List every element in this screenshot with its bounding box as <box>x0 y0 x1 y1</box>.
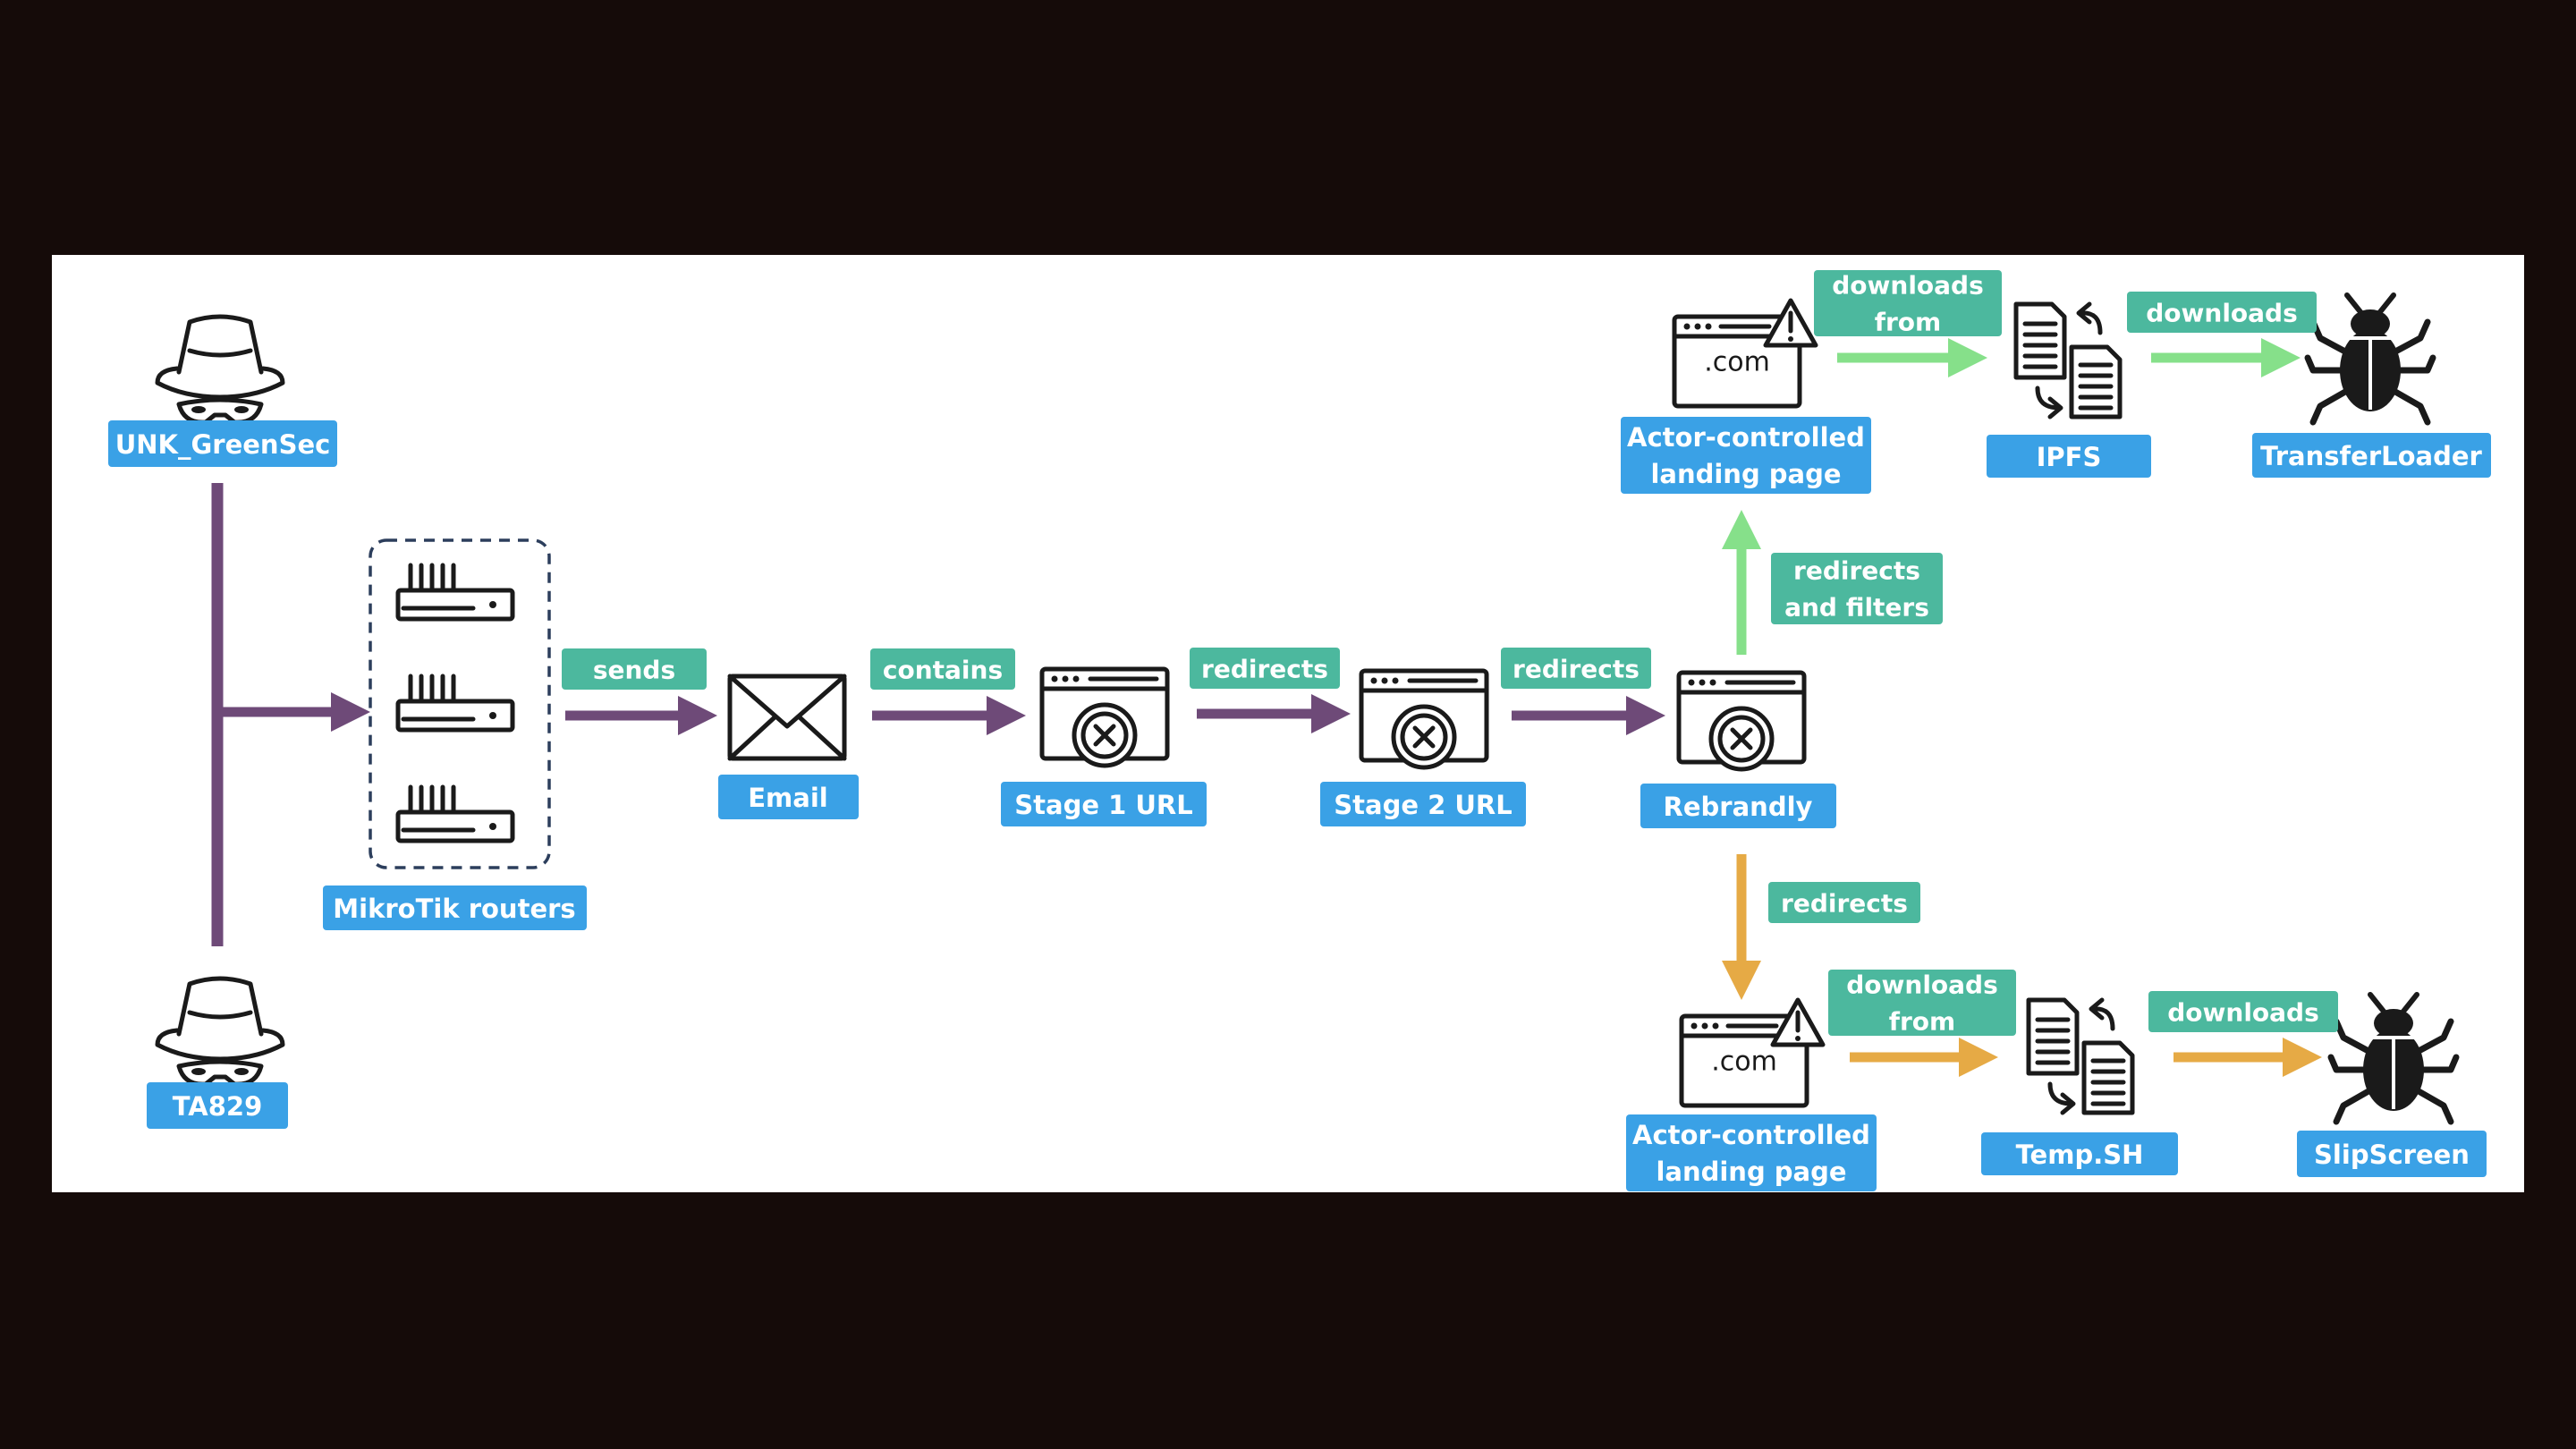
node-rebrandly: Rebrandly <box>1640 784 1836 828</box>
edge-label-downloads-bottom: downloads <box>2148 991 2338 1032</box>
node-label: TransferLoader <box>2260 441 2482 471</box>
node-ipfs: IPFS <box>1987 435 2151 478</box>
edge-label-redirects-2: redirects <box>1501 648 1651 689</box>
node-stage1-url: Stage 1 URL <box>1001 782 1207 826</box>
edge-label-text: downloads <box>2146 299 2298 328</box>
node-transferloader: TransferLoader <box>2252 433 2491 478</box>
edge-label-contains: contains <box>870 648 1015 690</box>
node-label: UNK_GreenSec <box>115 429 331 460</box>
node-label: Rebrandly <box>1664 792 1813 822</box>
node-label-line2: landing page <box>1656 1157 1846 1187</box>
edge-label-text: redirects <box>1781 889 1908 919</box>
node-label: SlipScreen <box>2314 1140 2470 1170</box>
edge-label-downloads-from-top: downloads from <box>1814 270 2002 337</box>
edge-label-line2: from <box>1875 308 1941 337</box>
node-label: Temp.SH <box>2016 1140 2144 1170</box>
node-label: Stage 1 URL <box>1014 790 1192 820</box>
edge-label-downloads-top: downloads <box>2127 292 2317 333</box>
edges-layer <box>211 338 2322 1077</box>
node-label: MikroTik routers <box>333 894 575 924</box>
domain-text: .com <box>1704 347 1770 378</box>
edge-label-line1: redirects <box>1793 556 1920 586</box>
node-label-line1: Actor-controlled <box>1627 422 1865 453</box>
node-label: IPFS <box>2037 442 2102 472</box>
edge-label-text: downloads <box>2167 998 2319 1028</box>
node-landing-page-top: Actor-controlled landing page <box>1621 417 1871 494</box>
node-label: Email <box>748 783 827 813</box>
mikrotik-group-box <box>369 538 551 869</box>
edge-label-line1: downloads <box>1832 271 1984 301</box>
node-ta829: TA829 <box>147 1082 288 1129</box>
edge-label-redirects-1: redirects <box>1190 648 1340 689</box>
edge-label-text: redirects <box>1201 655 1328 684</box>
edge-label-text: redirects <box>1513 655 1640 684</box>
edge-label-downloads-from-bottom: downloads from <box>1828 970 2016 1037</box>
node-mikrotik-routers: MikroTik routers <box>323 886 587 930</box>
node-slipscreen: SlipScreen <box>2297 1131 2487 1177</box>
node-label-line2: landing page <box>1650 459 1841 489</box>
node-tempsh: Temp.SH <box>1981 1132 2178 1175</box>
node-stage2-url: Stage 2 URL <box>1320 782 1526 826</box>
node-unk-greensec: UNK_GreenSec <box>108 420 337 467</box>
edge-label-line1: downloads <box>1846 970 1998 1000</box>
edge-label-text: contains <box>883 656 1003 685</box>
edge-label-text: sends <box>593 656 675 685</box>
warning-domain-icon: .com <box>1682 1000 1823 1106</box>
edge-label-redirects-down: redirects <box>1768 882 1920 923</box>
domain-text: .com <box>1711 1046 1777 1078</box>
diagram-panel <box>52 255 2524 1192</box>
node-label-line1: Actor-controlled <box>1632 1120 1870 1150</box>
edge-label-redirects-and-filters: redirects and filters <box>1771 553 1943 624</box>
edge-label-line2: from <box>1889 1007 1955 1037</box>
edge-label-line2: and filters <box>1784 593 1929 623</box>
node-email: Email <box>718 775 859 819</box>
node-label: TA829 <box>173 1091 263 1122</box>
node-landing-page-bottom: Actor-controlled landing page <box>1626 1114 1877 1191</box>
node-label: Stage 2 URL <box>1334 790 1512 820</box>
warning-domain-icon: .com <box>1674 301 1816 406</box>
edge-label-sends: sends <box>562 648 707 690</box>
